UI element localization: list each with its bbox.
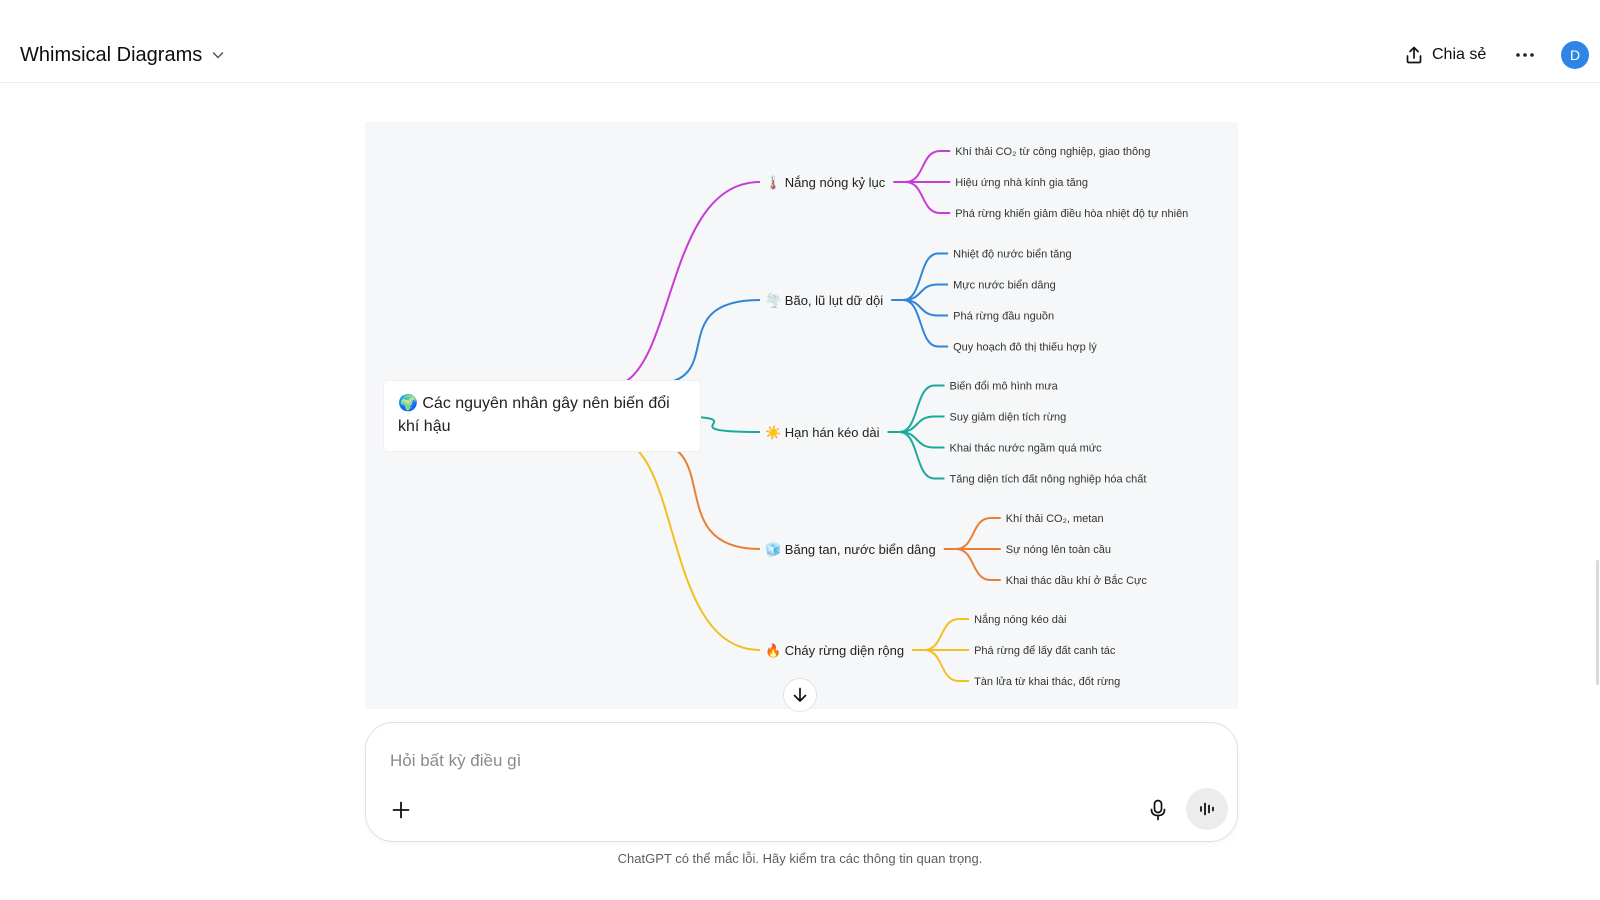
branch-connector [629,443,761,651]
branch-label: 🌡️ Nắng nóng kỷ lục [765,175,886,190]
scroll-down-button[interactable] [783,678,817,712]
model-selector[interactable]: Whimsical Diagrams [20,40,226,70]
scrollbar-thumb[interactable] [1596,560,1599,685]
leaf-label: Khí thải CO₂ từ công nghiệp, giao thông [955,146,1150,158]
more-horizontal-icon [1516,53,1534,57]
leaf-connector [923,618,970,651]
branch-connector [624,181,761,383]
leaf-connector [955,517,1001,550]
leaf-label: Khai thác nước ngầm quá mức [949,443,1102,455]
leaf-label: Tàn lửa từ khai thác, đốt rừng [974,676,1120,688]
leaf-label: Phá rừng đầu nguồn [953,311,1054,323]
share-label: Chia sẻ [1432,46,1487,63]
leaf-label: Suy giảm diện tích rừng [949,412,1066,424]
leaf-connector [905,150,951,183]
root-node-label: 🌍 Các nguyên nhân gây nên biến đổi khí h… [398,395,670,435]
leaf-connector [905,181,951,214]
leaf-label: Mực nước biển dâng [953,280,1056,292]
more-options-button[interactable] [1510,40,1540,70]
voice-mode-button[interactable] [1186,788,1228,830]
leaf-label: Phá rừng để lấy đất canh tác [974,645,1116,657]
leaf-label: Sự nóng lên toàn cầu [1006,544,1111,556]
leaf-connector [899,384,945,433]
branch-label: 🔥 Cháy rừng diện rộng [765,643,904,658]
mindmap-root-node: 🌍 Các nguyên nhân gây nên biến đổi khí h… [384,381,700,451]
leaf-label: Khí thải CO₂, metan [1006,513,1104,525]
plus-icon [392,801,410,819]
leaf-connector [902,252,949,301]
chevron-down-icon [213,52,224,59]
branch-label: 🌪️ Bão, lũ lụt dữ dội [765,292,883,309]
composer [365,722,1238,842]
prompt-input[interactable] [388,745,1172,777]
share-button[interactable]: Chia sẻ [1404,40,1486,70]
branch-label: ☀️ Hạn hán kéo dài [765,424,880,441]
dictate-button[interactable] [1141,793,1175,827]
leaf-connector [955,548,1001,581]
branch-connector [694,416,761,433]
leaf-label: Biến đổi mô hình mưa [949,381,1058,393]
branch-label: 🧊 Băng tan, nước biển dâng [765,542,936,558]
mindmap-diagram: 🌡️ Nắng nóng kỷ lục Khí thải CO₂ từ công … [365,122,1238,709]
leaf-label: Nhiệt độ nước biển tăng [953,249,1072,261]
arrow-down-icon [793,687,807,702]
waveform-icon [1200,802,1214,816]
share-icon [1406,46,1422,64]
leaf-connector [902,299,949,348]
branch-connector [669,299,761,383]
app-title: Whimsical Diagrams [20,43,203,66]
leaf-connector [923,649,970,682]
branch-connector [664,443,761,550]
add-attachment-button[interactable] [384,793,418,827]
leaf-connector [899,431,945,480]
leaf-label: Khai thác dầu khí ở Bắc Cực [1006,574,1148,587]
leaf-label: Phá rừng khiến giảm điều hòa nhiệt độ tự… [955,208,1188,220]
leaf-label: Quy hoạch đô thị thiếu hợp lý [953,342,1097,354]
disclaimer-text: ChatGPT có thể mắc lỗi. Hãy kiểm tra các… [617,851,983,866]
leaf-label: Hiệu ứng nhà kính gia tăng [955,177,1088,189]
top-bar: Whimsical Diagrams Chia sẻ D [0,0,1600,83]
avatar[interactable]: D [1561,41,1589,69]
mindmap-canvas: 🌡️ Nắng nóng kỷ lục Khí thải CO₂ từ công … [624,146,1188,688]
leaf-label: Nắng nóng kéo dài [974,613,1066,626]
leaf-label: Tăng diện tích đất nông nghiệp hóa chất [949,474,1146,486]
avatar-letter: D [1569,47,1581,63]
microphone-icon [1150,799,1166,821]
